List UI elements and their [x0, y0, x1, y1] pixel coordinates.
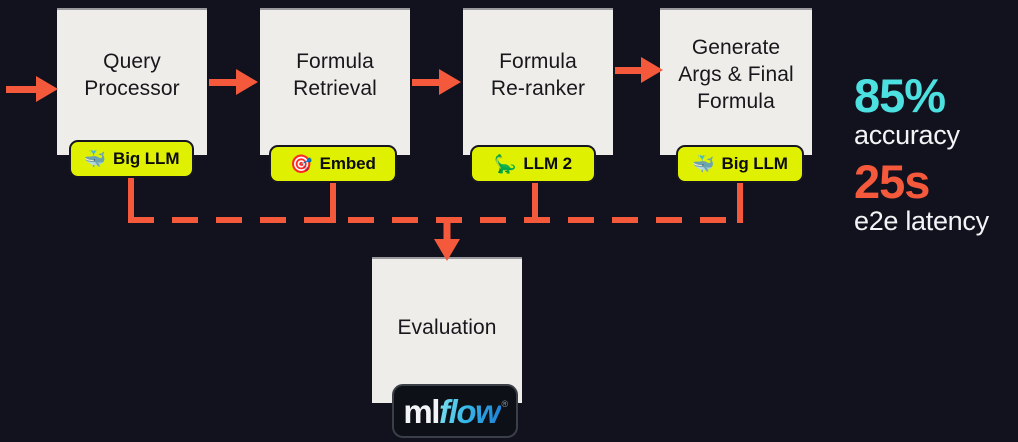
connector-drop-step2	[330, 183, 336, 223]
arrow-shaft	[6, 86, 40, 93]
model-badge-label: Embed	[319, 154, 376, 173]
step-label: Generate Args & Final Formula	[678, 36, 794, 113]
step-label: Query Processor	[84, 49, 180, 100]
metric-value-accuracy: 85%	[854, 69, 946, 122]
arrow-shaft	[412, 79, 443, 86]
arrow-step2-to-step3	[412, 69, 461, 95]
step-box-formula-re-ranker[interactable]: Formula Re-ranker	[463, 8, 613, 155]
arrow-shaft	[615, 67, 645, 74]
connector-drop-step4	[737, 183, 743, 223]
connector-drop-step3	[532, 183, 538, 223]
arrow-to-evaluation	[434, 217, 460, 261]
model-badge-formula-re-ranker[interactable]: 🦕 LLM 2	[470, 145, 596, 183]
arrow-head	[36, 76, 58, 102]
arrow-step1-to-step2	[209, 69, 258, 95]
arrow-head	[236, 69, 258, 95]
whale-icon: 🐳	[83, 149, 107, 169]
step-box-query-processor[interactable]: Query Processor	[57, 8, 207, 155]
arrow-shaft	[443, 217, 451, 243]
evaluation-bus-line	[128, 217, 743, 223]
metrics-panel: 85% accuracy 25s e2e latency	[842, 72, 1018, 244]
step-box-generate-args-final-formula[interactable]: Generate Args & Final Formula	[660, 8, 812, 155]
trademark-mark: ®	[501, 398, 508, 409]
metric-value-latency: 25s	[854, 154, 930, 208]
step-label: Formula Retrieval	[293, 49, 377, 100]
sauropod-dinosaur-icon: 🦕	[493, 154, 517, 174]
whale-icon: 🐳	[692, 154, 715, 174]
arrow-head	[434, 239, 460, 261]
arrow-step3-to-step4	[615, 57, 663, 83]
model-badge-generate-args-final-formula[interactable]: 🐳 Big LLM	[676, 145, 804, 183]
arrow-head	[439, 69, 461, 95]
mlflow-text-flow: flow	[439, 392, 501, 430]
step-box-formula-retrieval[interactable]: Formula Retrieval	[260, 8, 410, 155]
step-label: Formula Re-ranker	[490, 49, 586, 100]
dart-target-icon: 🎯	[290, 154, 313, 174]
connector-drop-step1	[128, 178, 134, 223]
arrow-shaft	[209, 79, 240, 86]
model-badge-query-processor[interactable]: 🐳 Big LLM	[69, 140, 194, 178]
model-badge-label: Big LLM	[113, 149, 180, 168]
evaluation-label: Evaluation	[397, 315, 497, 339]
evaluation-box[interactable]: Evaluation	[372, 257, 522, 403]
arrow-head	[641, 57, 663, 83]
metric-label-accuracy: accuracy	[854, 119, 960, 150]
model-badge-label: Big LLM	[721, 154, 788, 173]
model-badge-label: LLM 2	[523, 154, 573, 173]
input-arrow	[6, 76, 58, 102]
metric-label-latency: e2e latency	[854, 205, 989, 236]
mlflow-text-ml: ml	[403, 392, 440, 430]
model-badge-formula-retrieval[interactable]: 🎯 Embed	[269, 145, 397, 183]
